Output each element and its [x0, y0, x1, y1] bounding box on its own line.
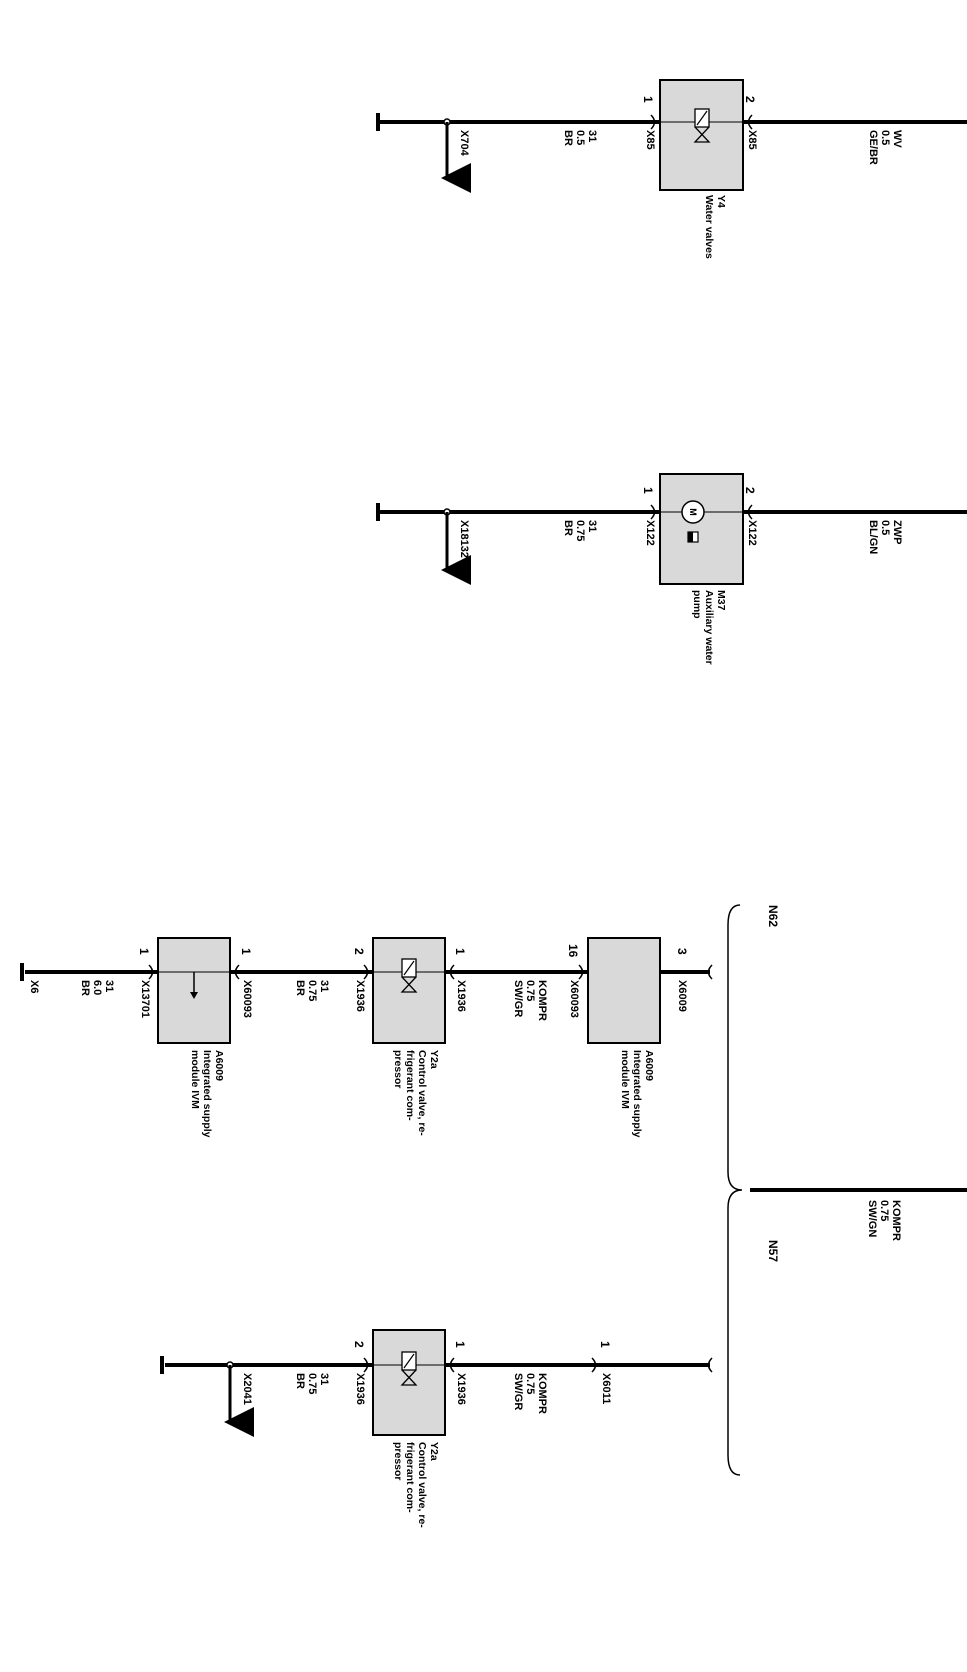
- ground-wire-label: 31 0.75 BR: [562, 520, 598, 542]
- pin-label: 1: [641, 96, 655, 103]
- ground-wire-label: 31 0.75 BR: [294, 1373, 330, 1395]
- wire-label: 31 0.75 BR: [294, 980, 330, 1002]
- component-id: A6009: [643, 1050, 655, 1081]
- connector-label: X60093: [568, 980, 580, 1018]
- pin-label: 1: [239, 948, 253, 955]
- solenoid-valve-icon: [400, 1351, 418, 1386]
- connector-symbol: [578, 964, 584, 980]
- connector-label: X13701: [139, 980, 151, 1018]
- wire-label: KOMPR 0.75 SW/GR: [512, 1373, 548, 1414]
- component-caption: Y2a Control valve, re- frigerant com- pr…: [392, 1050, 440, 1136]
- variant-label-n62: N62: [766, 905, 780, 928]
- connector-out-label: X85: [644, 130, 656, 150]
- connector-symbol: [747, 504, 753, 520]
- control-valve-n57-box[interactable]: [372, 1329, 446, 1436]
- pin-label: 1: [598, 1341, 612, 1348]
- component-id: A6009: [213, 1050, 225, 1081]
- ground-wire-label: 31 6.0 BR: [79, 980, 115, 996]
- connector-label: X6009: [676, 980, 688, 1012]
- feed-wire-label: KOMPR 0.75 SW/GN: [866, 1200, 902, 1241]
- connector-label: X1936: [455, 980, 467, 1012]
- pin-label: 1: [641, 487, 655, 494]
- ground-arrow-icon: [190, 972, 198, 999]
- solenoid-valve-icon: [693, 108, 711, 143]
- component-id: Y4: [715, 195, 727, 208]
- connector-symbol: [707, 964, 713, 980]
- connector-label: X1936: [354, 980, 366, 1012]
- component-name: Control valve, re- frigerant com- presso…: [392, 1442, 428, 1528]
- connector-symbol: [449, 964, 455, 980]
- branch-n57: [160, 1329, 713, 1437]
- connector-symbol: [591, 1357, 597, 1373]
- component-name: Integrated supply module IVM: [619, 1050, 643, 1138]
- connector-label: X1936: [354, 1373, 366, 1405]
- component-caption: A6009 Integrated supply module IVM: [189, 1050, 225, 1138]
- compressor-feed: [727, 904, 967, 1476]
- control-valve-n62-box[interactable]: [372, 937, 446, 1044]
- ground-wire-label: 31 0.5 BR: [562, 130, 598, 146]
- connector-symbol: [650, 114, 656, 130]
- motor-icon: M: [681, 500, 705, 543]
- connector-symbol: [449, 1357, 455, 1373]
- branch-n62: [20, 937, 713, 1044]
- connector-label: X1936: [455, 1373, 467, 1405]
- connector-in-label: X85: [746, 130, 758, 150]
- connector-symbol: [747, 114, 753, 130]
- component-name: Auxiliary water pump: [691, 590, 715, 665]
- connector-symbol: [707, 1357, 713, 1373]
- circuit-water-valves: [376, 79, 967, 193]
- pin-label: 2: [352, 1341, 366, 1348]
- component-caption: A6009 Integrated supply module IVM: [619, 1050, 655, 1138]
- variant-brace: [727, 904, 743, 1476]
- connector-out-label: X122: [644, 520, 656, 546]
- solenoid-valve-icon: [400, 958, 418, 993]
- component-id: M37: [715, 590, 727, 611]
- connector-symbol: [650, 504, 656, 520]
- pin-label: 1: [453, 1341, 467, 1348]
- component-caption: Y4 Water valves: [703, 195, 727, 259]
- component-id: Y2a: [428, 1442, 440, 1461]
- ground-point-label: X704: [458, 130, 470, 156]
- ground-point-label: X18132: [458, 520, 470, 558]
- pin-label: 2: [743, 487, 757, 494]
- connector-label: X60093: [241, 980, 253, 1018]
- ground-point-label: X2041: [241, 1373, 253, 1405]
- wire-label: KOMPR 0.75 SW/GR: [512, 980, 548, 1021]
- circuit-aux-pump: M: [376, 473, 967, 585]
- connector-in-label: X122: [746, 520, 758, 546]
- component-name: Control valve, re- frigerant com- presso…: [392, 1050, 428, 1136]
- feed-wire-label: WV 0.5 GE/BR: [867, 130, 903, 165]
- component-id: Y2a: [428, 1050, 440, 1069]
- aux-pump-component-box[interactable]: [659, 473, 744, 585]
- component-caption: Y2a Control valve, re- frigerant com- pr…: [392, 1442, 440, 1528]
- connector-symbol: [234, 964, 240, 980]
- pin-label: 2: [743, 96, 757, 103]
- component-caption: M37 Auxiliary water pump: [691, 590, 727, 665]
- ivm-module-a-box[interactable]: [587, 937, 661, 1044]
- pin-label: 3: [675, 948, 689, 955]
- component-name: Integrated supply module IVM: [189, 1050, 213, 1138]
- component-name: Water valves: [703, 195, 715, 259]
- pin-label: 2: [352, 948, 366, 955]
- ground-point-label: X6: [28, 980, 40, 994]
- pin-label: 1: [137, 948, 151, 955]
- svg-text:M: M: [688, 508, 698, 516]
- pin-label: 1: [453, 948, 467, 955]
- feed-wire-label: ZWP 0.5 BL/GN: [867, 520, 903, 555]
- variant-label-n57: N57: [766, 1240, 780, 1263]
- pin-label: 16: [566, 944, 580, 958]
- connector-label: X6011: [600, 1373, 612, 1405]
